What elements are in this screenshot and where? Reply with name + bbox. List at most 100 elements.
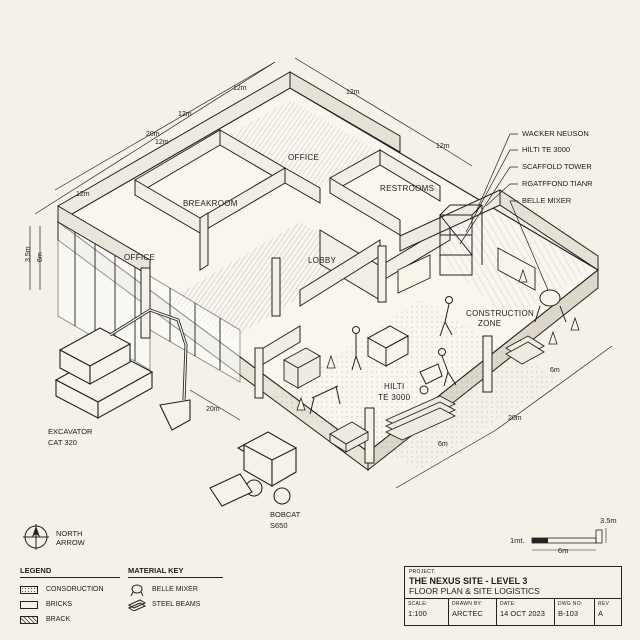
wheelbarrow — [419, 363, 443, 395]
brick-pallet — [329, 421, 369, 453]
callout-wacker-neuson: WACKER NEUSON — [522, 129, 589, 138]
room-label-office-right: OFFICE — [288, 153, 319, 162]
dim-top-right: 12m — [346, 89, 360, 96]
field-value: A — [598, 609, 604, 618]
legend-item-construction: CONSORUCTION — [20, 582, 120, 597]
bobcat-s650 — [209, 431, 298, 507]
field-date: DATE: 14 OCT 2023 — [497, 599, 555, 625]
dim-height-outer: 3.5m — [25, 246, 32, 262]
field-value: 1:100 — [408, 609, 427, 618]
field-label: DRAWN BY: — [452, 601, 483, 607]
excavator-cat-320 — [54, 308, 191, 431]
construction-swatch — [20, 585, 38, 594]
back-wall-right — [289, 71, 401, 153]
room-label-office-left: OFFICE — [124, 253, 155, 262]
legend-item-bricks: BRICKS — [20, 597, 120, 612]
project-title: THE NEXUS SITE - LEVEL 3 — [409, 576, 528, 586]
dim-height-inner: 6m — [37, 252, 44, 262]
dim-right-side-2: 20m — [508, 415, 522, 422]
legend-item-brack: BRACK — [20, 612, 120, 627]
legend-item-label: BRICKS — [46, 601, 73, 608]
scale-unit: 1mt. — [510, 536, 525, 545]
bobcat-label-2: S650 — [270, 521, 288, 530]
excavator-label-1: EXCAVATOR — [48, 427, 93, 436]
room-label-breakroom: BREAKROOM — [183, 199, 238, 208]
brack-swatch — [20, 615, 38, 624]
dim-top-3: 20m — [146, 131, 160, 138]
scale-bar: 1mt. 6m 3.5m — [506, 514, 626, 558]
title-block: PROJECT: THE NEXUS SITE - LEVEL 3 FLOOR … — [404, 566, 622, 626]
field-rev: REV A — [595, 599, 621, 625]
excavator-label-2: CAT 320 — [48, 438, 77, 447]
bricks-swatch — [20, 600, 38, 609]
field-label: REV — [598, 601, 610, 607]
room-label-lobby: LOBBY — [308, 256, 337, 265]
lobby-floor-hatch — [168, 222, 360, 340]
north-arrow-icon — [23, 524, 49, 550]
traffic-cones — [296, 268, 580, 411]
title-block-fields: SCALE: 1:100 DRAWN BY: ARCTEC DATE: 14 OCT … — [405, 599, 621, 625]
scale-height: 3.5m — [600, 516, 617, 525]
field-scale: SCALE: 1:100 — [405, 599, 449, 625]
field-value: B-103 — [558, 609, 579, 618]
material-key: MATERIAL KEY BELLE MIXER STEEL BEAMS — [128, 566, 223, 612]
columns — [140, 245, 493, 464]
dim-right-side-1: 6m — [550, 367, 560, 374]
title-block-header: PROJECT: THE NEXUS SITE - LEVEL 3 FLOOR … — [405, 567, 621, 599]
partition-walls — [134, 129, 451, 367]
dim-front-right: 6m — [438, 441, 448, 448]
dim-left-width: 12m — [76, 191, 90, 198]
scale-bar-graphic — [531, 528, 607, 551]
legend-title: LEGEND — [20, 566, 120, 578]
legend-item-label: CONSORUCTION — [46, 586, 104, 593]
sawhorse — [309, 385, 341, 415]
project-subtitle: FLOOR PLAN & SITE LOGISTICS — [409, 586, 540, 596]
room-label-restrooms: RESTROOMS — [380, 184, 434, 193]
legend: LEGEND CONSORUCTION BRICKS BRACK — [20, 566, 120, 627]
mixer-icon — [130, 584, 144, 596]
field-label: SCALE: — [408, 601, 428, 607]
material-key-label: STEEL BEAMS — [152, 601, 201, 608]
dim-front-left: 20m — [206, 406, 220, 413]
field-label: DWG NO: — [558, 601, 583, 607]
tool-cabinet — [283, 347, 321, 389]
dim-top-inner: 12m — [155, 139, 169, 146]
material-key-item-belle-mixer: BELLE MIXER — [128, 582, 223, 597]
field-value: ARCTEC — [452, 609, 483, 618]
callout-leaders — [459, 133, 549, 291]
material-key-item-steel-beams: STEEL BEAMS — [128, 597, 223, 612]
legend-item-label: BRACK — [46, 616, 71, 623]
room-label-construction-zone-2: ZONE — [478, 319, 501, 328]
steel-beams-icon — [128, 598, 146, 611]
callout-scaffold-tower: SCAFFOLD TOWER — [522, 162, 592, 171]
callout-hilti-te-3000: HILTI TE 3000 — [522, 145, 570, 154]
floor-label-hilti-2: TE 3000 — [378, 393, 411, 402]
construction-right-wall — [499, 189, 599, 271]
office-floor-hatch — [220, 100, 380, 192]
field-dwg-no: DWG NO: B-103 — [555, 599, 595, 625]
room-label-construction-zone-1: CONSTRUCTION — [466, 309, 534, 318]
dim-top-1: 12m — [233, 85, 247, 92]
field-label: DATE: — [500, 601, 516, 607]
field-drawn-by: DRAWN BY: ARCTEC — [449, 599, 497, 625]
callout-rgatffond-tianr: RGATFFOND TIANR — [522, 179, 593, 188]
steel-beam-stacks — [384, 335, 545, 441]
material-key-label: BELLE MIXER — [152, 586, 198, 593]
floor-label-hilti-1: HILTI — [384, 382, 404, 391]
callout-belle-mixer: BELLE MIXER — [522, 196, 572, 205]
north-label-2: ARROW — [56, 538, 85, 547]
workers — [351, 296, 457, 387]
material-key-title: MATERIAL KEY — [128, 566, 223, 578]
generator — [366, 325, 410, 367]
scale-length: 6m — [558, 546, 569, 555]
dim-right-ext: 12m — [436, 143, 450, 150]
bobcat-label-1: BOBCAT — [270, 510, 301, 519]
project-label: PROJECT: — [409, 569, 436, 575]
dim-top-2: 12m — [178, 111, 192, 118]
field-value: 14 OCT 2023 — [500, 609, 545, 618]
north-label-1: NORTH — [56, 529, 83, 538]
